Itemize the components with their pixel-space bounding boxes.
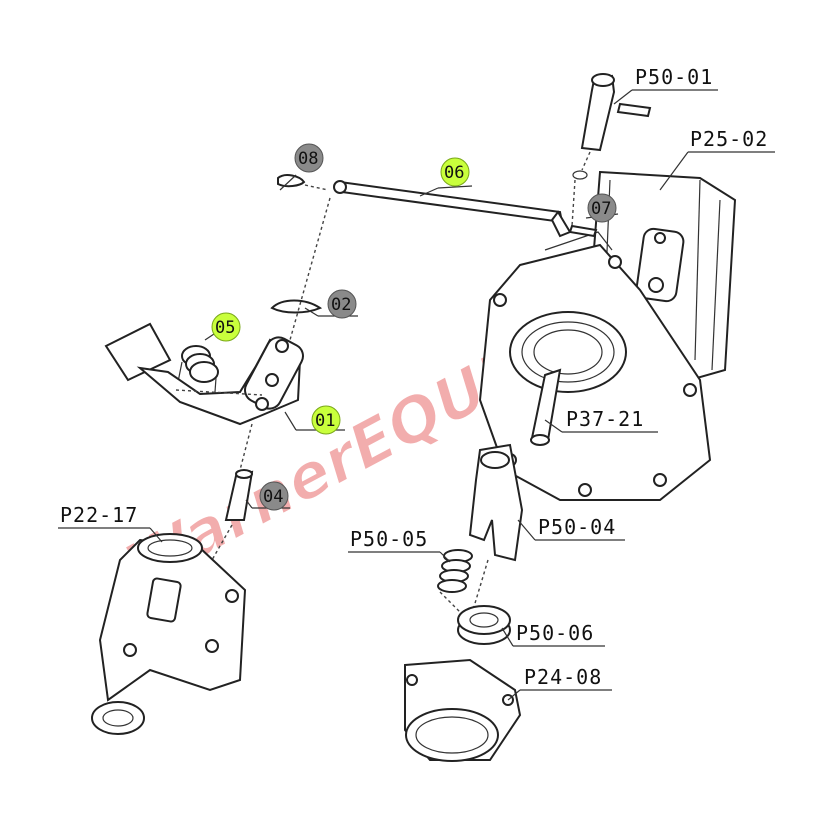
part-p50-04-fork [468, 443, 524, 621]
svg-text:01: 01 [315, 411, 335, 431]
part-06-shift-rod [333, 180, 572, 238]
part-p37-21-gearbox [478, 231, 712, 501]
svg-text:02: 02 [331, 295, 351, 315]
badge-06: 06 [440, 157, 470, 187]
label-p50-01: P50-01 [635, 65, 713, 89]
label-p50-06: P50-06 [516, 621, 594, 645]
part-07-pin [568, 224, 598, 238]
badge-04: 04 [259, 481, 289, 511]
svg-text:05: 05 [215, 318, 235, 338]
part-04-pin [224, 469, 254, 521]
svg-text:06: 06 [444, 163, 464, 183]
part-05-spring [175, 345, 219, 407]
part-02-clip [270, 299, 323, 314]
badge-02: 02 [327, 289, 357, 319]
label-p50-04: P50-04 [538, 515, 616, 539]
label-p37-21: P37-21 [566, 407, 644, 431]
badge-07: 07 [587, 193, 617, 223]
svg-text:08: 08 [298, 149, 318, 169]
part-number-labels: P50-01 P25-02 P37-21 P50-04 P50-05 P50-0… [60, 65, 768, 689]
part-p24-08-collar [404, 658, 522, 762]
badge-08: 08 [294, 143, 324, 173]
assembly-lines [175, 179, 576, 613]
badge-05: 05 [211, 312, 241, 342]
svg-text:07: 07 [591, 199, 611, 219]
label-p25-02: P25-02 [690, 127, 768, 151]
part-01-pedal-lever [104, 322, 304, 426]
part-p50-06-bearing [457, 605, 511, 645]
part-p50-01-pin [572, 73, 652, 180]
callout-badges: 08 06 07 02 05 01 04 [211, 143, 617, 511]
label-p22-17: P22-17 [60, 503, 138, 527]
part-p22-17-housing [91, 533, 247, 735]
label-p50-05: P50-05 [350, 527, 428, 551]
part-08-clip [277, 174, 329, 191]
badge-01: 01 [311, 405, 341, 435]
svg-text:04: 04 [263, 487, 283, 507]
part-p50-05-spring [437, 549, 473, 593]
label-p24-08: P24-08 [524, 665, 602, 689]
